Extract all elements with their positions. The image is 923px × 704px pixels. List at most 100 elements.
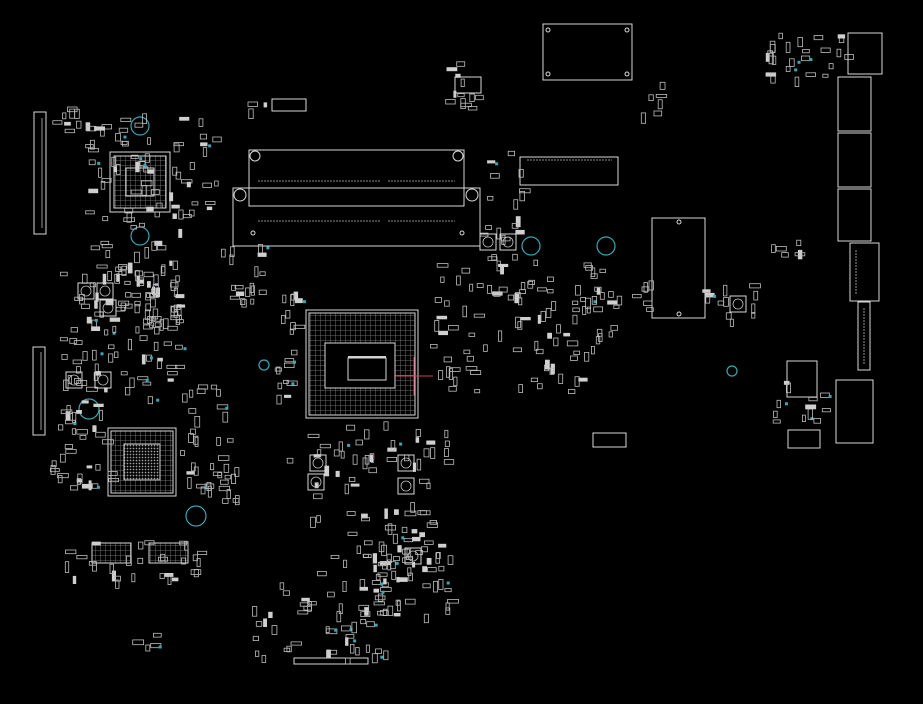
inductor — [65, 371, 83, 389]
smd-component — [368, 467, 377, 474]
smd-component — [335, 470, 340, 477]
smd-component — [216, 389, 221, 397]
smd-component — [364, 454, 370, 465]
smd-component — [363, 540, 373, 546]
smd-component — [772, 419, 781, 424]
smd-component — [599, 268, 606, 273]
smd-component — [469, 93, 475, 102]
smd-component — [520, 281, 526, 290]
test-point — [97, 161, 101, 165]
smd-component — [453, 90, 457, 98]
smd-component — [455, 73, 461, 78]
left-edge-connector-top — [33, 111, 47, 235]
inductor — [99, 299, 117, 317]
smd-component — [190, 569, 202, 576]
smd-component — [74, 108, 80, 119]
smd-component — [284, 394, 292, 398]
smd-component — [797, 249, 803, 260]
smd-component — [786, 382, 792, 394]
smd-component — [147, 396, 153, 405]
test-point — [96, 485, 100, 489]
smd-component — [574, 376, 580, 387]
smd-component — [582, 305, 587, 315]
smd-component — [171, 306, 177, 313]
smd-component — [423, 448, 430, 458]
smd-component — [373, 588, 379, 593]
smd-component — [250, 298, 255, 305]
smd-component — [540, 310, 546, 322]
smd-component — [282, 294, 287, 304]
smd-component — [373, 601, 386, 606]
smd-component — [131, 573, 136, 583]
smd-component — [277, 382, 283, 390]
smd-component — [125, 292, 132, 298]
smd-component — [426, 558, 432, 565]
inductor — [307, 473, 325, 491]
smd-component — [207, 485, 212, 498]
smd-component — [144, 153, 150, 163]
inductor — [96, 282, 114, 300]
smd-component — [198, 118, 204, 127]
smd-component — [384, 508, 388, 519]
smd-component — [229, 295, 240, 300]
smd-component — [444, 300, 450, 307]
test-point — [100, 352, 104, 356]
test-point — [797, 60, 801, 64]
smd-component — [118, 270, 127, 275]
smd-component — [223, 463, 230, 473]
smd-component — [255, 621, 263, 627]
smd-component — [187, 477, 192, 489]
smd-component — [291, 349, 298, 356]
smd-component — [263, 618, 267, 627]
smd-component — [837, 34, 846, 39]
smd-component — [375, 574, 381, 581]
smd-component — [76, 410, 82, 414]
smd-component — [91, 326, 101, 331]
smd-component — [250, 285, 255, 296]
inductor — [94, 371, 112, 389]
smd-component — [131, 292, 141, 298]
inductor-core — [312, 457, 324, 469]
smd-component — [346, 511, 356, 516]
smd-component — [377, 593, 384, 602]
smd-component — [596, 287, 601, 295]
smd-component — [796, 239, 802, 246]
smd-component — [123, 217, 136, 223]
smd-component — [188, 433, 194, 443]
crosshair-icon[interactable] — [395, 357, 433, 395]
smd-component — [435, 552, 440, 564]
smd-component — [820, 47, 831, 53]
smd-component — [200, 142, 208, 147]
smd-component — [70, 327, 78, 333]
smd-component — [282, 379, 289, 384]
smd-component — [115, 579, 120, 589]
test-point — [208, 144, 212, 148]
smd-component — [76, 479, 83, 483]
inductor — [309, 454, 327, 472]
smd-component — [456, 61, 466, 67]
smd-component — [551, 301, 557, 311]
smd-component — [386, 553, 392, 564]
smd-component — [530, 377, 538, 383]
smd-component — [169, 260, 173, 266]
smd-component — [196, 388, 206, 394]
smd-component — [584, 351, 590, 362]
smd-component — [383, 650, 389, 661]
smd-component — [194, 436, 199, 447]
smd-component — [821, 408, 831, 413]
smd-component — [173, 143, 180, 153]
chip-small-top — [454, 76, 482, 94]
smd-component — [143, 166, 149, 173]
smd-component — [59, 337, 68, 342]
smd-component — [419, 478, 430, 484]
cpu-socket — [305, 309, 419, 419]
test-point — [158, 645, 162, 649]
smd-component — [359, 579, 366, 588]
smd-component — [449, 367, 461, 372]
smd-component — [142, 381, 152, 386]
smd-component — [573, 350, 580, 356]
smd-component — [336, 611, 342, 623]
smd-component — [283, 647, 291, 652]
test-point — [156, 398, 160, 402]
